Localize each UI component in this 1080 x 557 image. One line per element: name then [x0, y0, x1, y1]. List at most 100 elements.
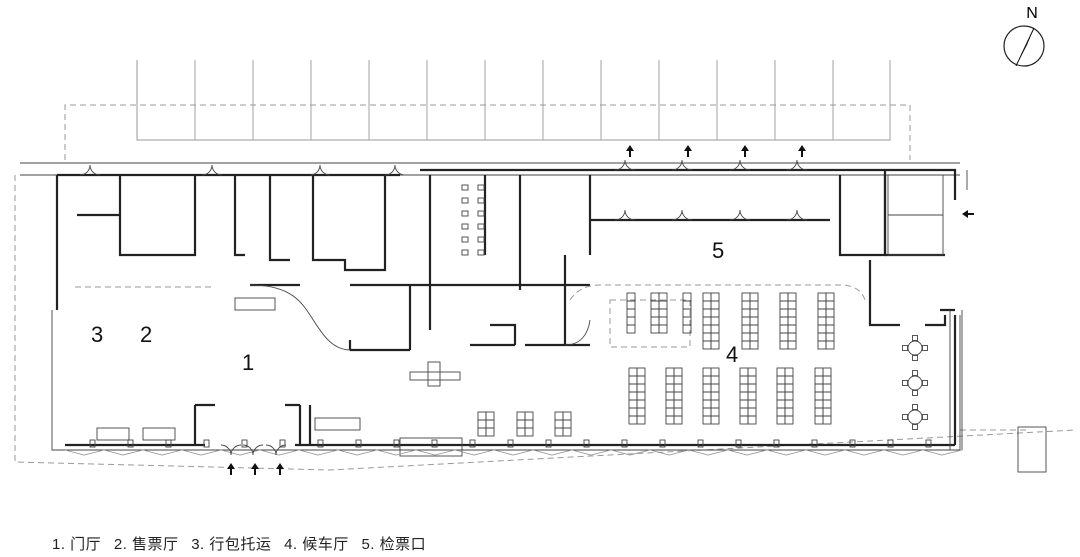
seat — [822, 399, 832, 409]
seat — [822, 367, 832, 377]
seat — [673, 391, 683, 401]
door-swing — [671, 209, 693, 221]
seat — [817, 300, 827, 310]
arrow-up-icon — [227, 463, 235, 475]
room-label-5: 5 — [712, 238, 724, 263]
seat — [710, 324, 720, 334]
seat — [787, 292, 797, 302]
arrow-up-icon — [684, 145, 692, 157]
seat — [710, 292, 720, 302]
toilet — [477, 249, 485, 256]
seat — [817, 292, 827, 302]
seat — [628, 407, 638, 417]
seat — [776, 399, 786, 409]
column — [811, 439, 818, 448]
seat — [710, 375, 720, 385]
window-swing — [64, 449, 105, 456]
round-table — [907, 340, 923, 356]
chair — [912, 355, 918, 361]
window-swing — [571, 449, 612, 456]
seat — [787, 324, 797, 334]
window-swing — [298, 449, 339, 456]
seat — [787, 332, 797, 342]
seat — [673, 399, 683, 409]
seat — [665, 391, 675, 401]
seat — [665, 375, 675, 385]
seat — [822, 391, 832, 401]
column — [583, 439, 590, 448]
seat — [825, 324, 835, 334]
seat — [776, 375, 786, 385]
chair — [922, 414, 928, 420]
seat — [628, 391, 638, 401]
seat — [825, 340, 835, 350]
seat — [787, 340, 797, 350]
seat — [702, 340, 712, 350]
door-swing — [786, 159, 808, 171]
column — [279, 439, 286, 448]
door-swing — [786, 209, 808, 221]
seat — [749, 300, 759, 310]
round-table — [907, 409, 923, 425]
seat — [673, 375, 683, 385]
chair — [902, 414, 908, 420]
round-table — [907, 375, 923, 391]
seat — [776, 391, 786, 401]
seat — [779, 340, 789, 350]
seat — [626, 324, 636, 334]
seat — [741, 292, 751, 302]
seat — [741, 308, 751, 318]
seat — [822, 375, 832, 385]
column — [127, 439, 134, 448]
seat — [710, 383, 720, 393]
chair — [912, 390, 918, 396]
seat — [749, 340, 759, 350]
chair — [912, 335, 918, 341]
window-swing — [883, 449, 924, 456]
column — [659, 439, 666, 448]
seat — [779, 292, 789, 302]
seat — [825, 292, 835, 302]
seat — [747, 399, 757, 409]
seat — [710, 340, 720, 350]
column — [773, 439, 780, 448]
window-swing — [532, 449, 573, 456]
room-label-4: 4 — [726, 342, 738, 367]
column — [469, 439, 476, 448]
window-swing — [259, 449, 300, 456]
seat — [825, 332, 835, 342]
door-swing — [265, 444, 287, 456]
seat — [739, 383, 749, 393]
seat — [702, 399, 712, 409]
door-swing — [309, 164, 331, 176]
seat — [650, 316, 660, 326]
seat — [776, 415, 786, 425]
seat — [784, 407, 794, 417]
seat — [747, 415, 757, 425]
chair — [912, 370, 918, 376]
seat — [554, 427, 564, 437]
chair — [902, 380, 908, 386]
seat — [814, 391, 824, 401]
seat — [702, 407, 712, 417]
column — [735, 439, 742, 448]
legend-item-5: 5. 检票口 — [361, 536, 427, 553]
seat — [817, 308, 827, 318]
canopy-grid — [136, 60, 891, 141]
seat — [710, 308, 720, 318]
seat — [702, 292, 712, 302]
seat — [784, 391, 794, 401]
seat — [658, 316, 668, 326]
window-swing — [376, 449, 417, 456]
seat — [749, 316, 759, 326]
seat — [702, 300, 712, 310]
seat — [710, 332, 720, 342]
seat — [739, 415, 749, 425]
column — [887, 439, 894, 448]
seat — [524, 427, 534, 437]
seat — [650, 300, 660, 310]
seat — [817, 340, 827, 350]
window-swing — [103, 449, 144, 456]
seat — [814, 407, 824, 417]
column — [165, 439, 172, 448]
